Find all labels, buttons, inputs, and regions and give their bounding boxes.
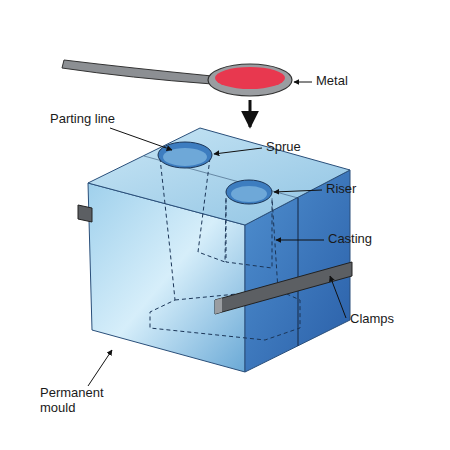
casting-label: Casting [328, 232, 372, 247]
sprue-label: Sprue [266, 140, 301, 155]
riser-label: Riser [326, 182, 356, 197]
parting-line-label: Parting line [50, 112, 115, 127]
metal-label: Metal [316, 74, 348, 89]
mould-label: Permanent mould [40, 386, 110, 416]
clamps-label: Clamps [350, 312, 394, 327]
